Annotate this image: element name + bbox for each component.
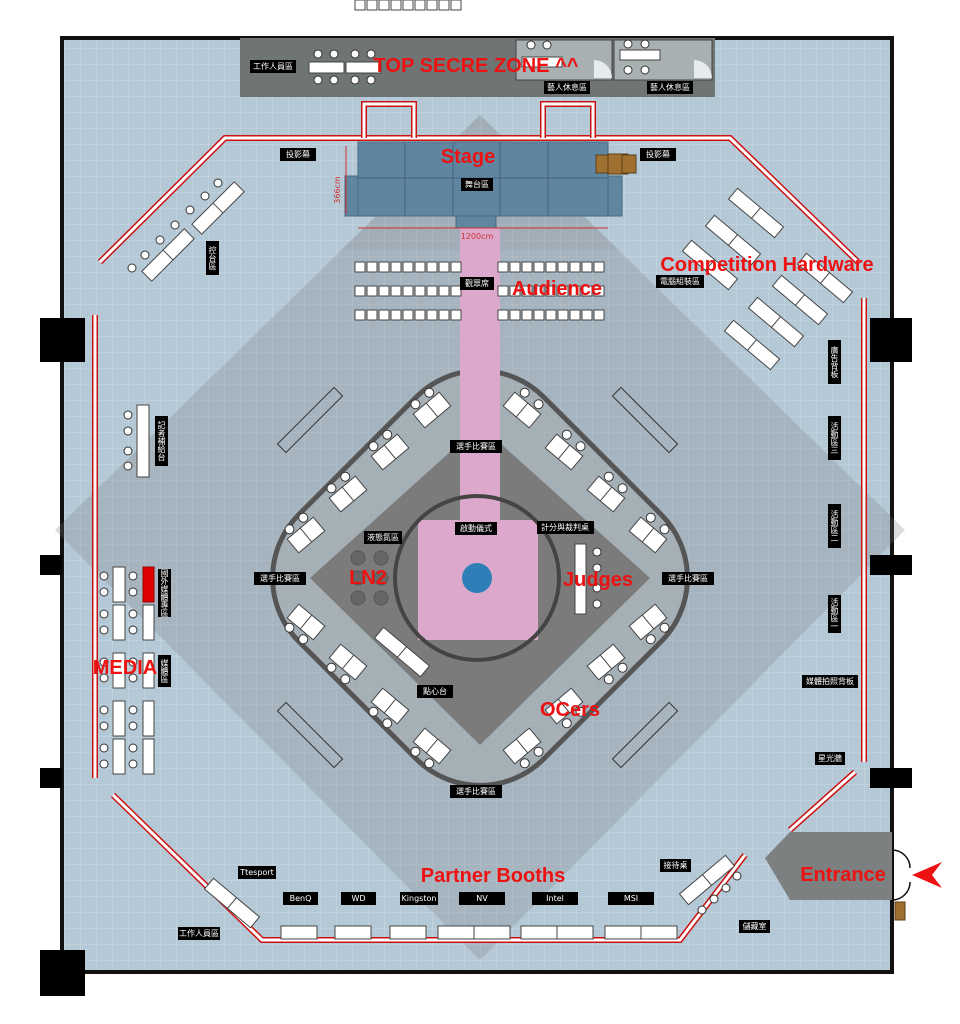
top-secret-zone (240, 38, 715, 97)
booth-label-ttesport: Ttesport (239, 868, 274, 877)
pillars (40, 318, 912, 996)
center-spot (462, 563, 492, 593)
label-audience-seats: 觀眾席 (465, 278, 489, 288)
label-screen-left: 投影幕 (286, 149, 310, 159)
label-pc-assembly: 電腦組裝區 (660, 276, 700, 286)
label-press-supply: 記者補給台 (157, 420, 166, 462)
zone-ocers: OCers (540, 699, 600, 721)
stage-depth-dimension: 366cm (333, 176, 342, 204)
booth-label-wd: WD (351, 894, 365, 903)
label-star-wall: 星光牆 (818, 753, 842, 763)
judges-table (574, 543, 602, 615)
entrance-doors (891, 849, 911, 901)
label-media-area: 媒體區 (160, 659, 169, 683)
media-tables (99, 566, 155, 775)
label-player-area-left: 選手比賽區 (260, 573, 300, 583)
booth-label-intel: Intel (546, 894, 564, 903)
label-foreign-media: 國外媒體專區 (160, 569, 169, 617)
zone-media: MEDIA (93, 657, 157, 679)
ln2-tanks (350, 550, 389, 606)
zone-judges: Judges (563, 569, 633, 591)
label-opening-ceremony: 啟動儀式 (460, 523, 492, 533)
label-player-area-right: 選手比賽區 (668, 573, 708, 583)
label-activity-1: 活動區一 (830, 597, 839, 630)
label-activity-3: 活動區三 (830, 421, 839, 454)
label-ln2-area: 液態氮區 (367, 532, 399, 542)
label-staff-area-bottom: 工作人員區 (179, 928, 219, 938)
track-barriers (276, 386, 679, 769)
label-stage-area: 舞台區 (465, 179, 489, 189)
booth-label-benq: BenQ (290, 894, 312, 903)
label-player-area-top: 選手比賽區 (456, 441, 496, 451)
zone-competition-hardware: Competition Hardware (660, 254, 873, 276)
label-reception: 接待桌 (664, 860, 688, 870)
booth-tables (204, 854, 742, 940)
label-staff-area-top: 工作人員區 (253, 61, 293, 71)
label-scoring-judges: 計分與裁判桌 (541, 522, 589, 532)
booth-label-nv: NV (476, 894, 488, 903)
entrance-arrow-icon (912, 862, 942, 888)
label-ad-backdrop: 廣告背板 (830, 345, 839, 379)
entrance-box (894, 901, 906, 921)
zone-ln2: LN2 (349, 567, 387, 589)
label-media-photo-backdrop: 媒體拍照背板 (806, 676, 854, 686)
label-player-area-bottom: 選手比賽區 (456, 786, 496, 796)
entrance-corridor (765, 832, 892, 900)
label-artist-rest-2: 藝人休息區 (650, 82, 690, 92)
label-storage: 儲藏室 (743, 921, 767, 931)
zone-stage: Stage (441, 146, 495, 168)
projector-box (595, 153, 637, 175)
walkway (460, 228, 500, 523)
zone-audience: Audience (512, 278, 602, 300)
zone-top-secret: TOP SECRE ZONE ^^ (374, 55, 579, 77)
zone-partner-booths: Partner Booths (421, 865, 565, 887)
control-tables (127, 178, 245, 282)
stage-width-dimension: 1200cm (461, 232, 494, 241)
zone-entrance: Entrance (800, 864, 886, 886)
label-snack-table: 點心台 (423, 686, 447, 696)
booth-label-msi: MSI (624, 894, 638, 903)
label-control-area: 控台區 (208, 245, 217, 270)
press-supply-table (123, 404, 150, 478)
center-ring (393, 494, 561, 662)
label-screen-right: 投影幕 (646, 149, 670, 159)
label-activity-2: 活動區二 (830, 509, 839, 542)
booth-label-kingston: Kingston (402, 894, 437, 903)
label-artist-rest-1: 藝人休息區 (547, 82, 587, 92)
